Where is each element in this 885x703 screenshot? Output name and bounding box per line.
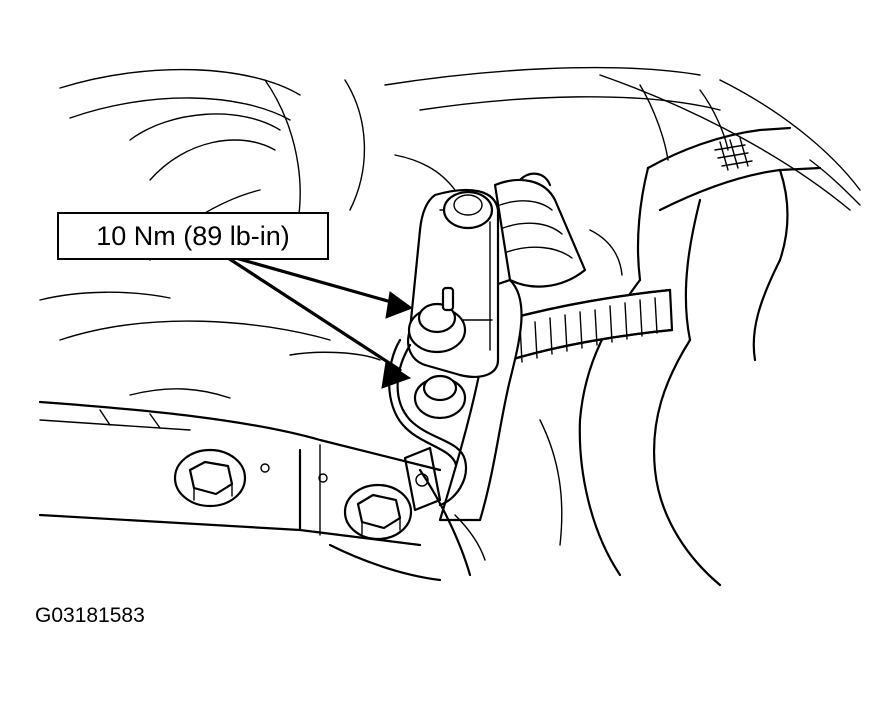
- frame-rail: [38, 400, 486, 582]
- arrow-icon: [226, 255, 414, 389]
- hose-icon: [578, 126, 822, 587]
- background-right-lines: [384, 66, 861, 211]
- frame-bolt-right: [343, 483, 413, 541]
- torque-specification-label: 10 Nm (89 lb-in): [96, 220, 290, 251]
- frame-bolt-left: [173, 448, 247, 508]
- hose-clamp-icon: [503, 288, 674, 363]
- figure-code: G03181583: [35, 604, 145, 627]
- bolt-icon: [407, 190, 494, 420]
- torque-specification-callout: 10 Nm (89 lb-in): [57, 212, 329, 260]
